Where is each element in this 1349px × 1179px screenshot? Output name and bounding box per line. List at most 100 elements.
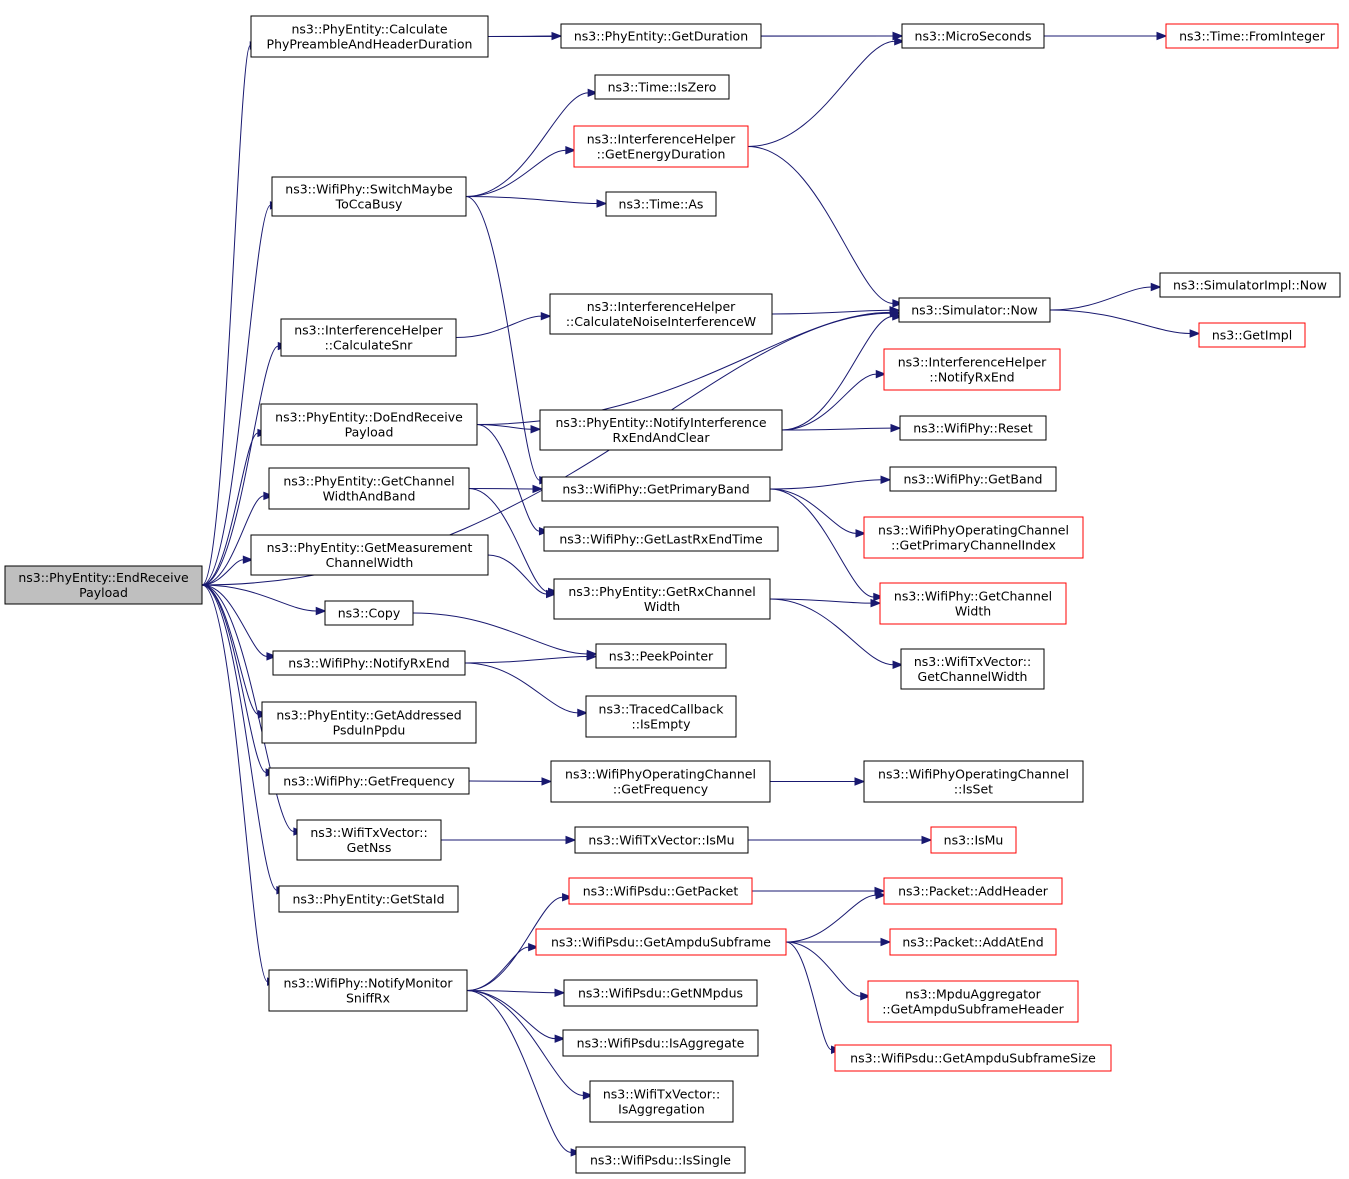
node-box[interactable] — [1198, 322, 1306, 348]
node-op-is-set[interactable]: ns3::WifiPhyOperatingChannel::IsSet — [863, 760, 1084, 803]
node-op-get-frequency[interactable]: ns3::WifiPhyOperatingChannel::GetFrequen… — [550, 760, 771, 803]
node-box[interactable] — [324, 600, 414, 626]
node-get-energy-duration[interactable]: ns3::InterferenceHelper::GetEnergyDurati… — [573, 125, 749, 168]
node-box[interactable] — [900, 648, 1045, 690]
node-is-mu[interactable]: ns3::IsMu — [930, 826, 1017, 854]
node-box[interactable] — [863, 516, 1084, 559]
node-box[interactable] — [834, 1044, 1112, 1072]
node-calc-preamble[interactable]: ns3::PhyEntity::CalculatePhyPreambleAndH… — [250, 15, 489, 58]
node-get-band[interactable]: ns3::WifiPhy::GetBand — [889, 466, 1057, 492]
node-get-primary-channel-index[interactable]: ns3::WifiPhyOperatingChannel::GetPrimary… — [863, 516, 1084, 559]
node-box[interactable] — [260, 403, 478, 446]
node-box[interactable] — [889, 466, 1057, 492]
node-sim-impl-now[interactable]: ns3::SimulatorImpl::Now — [1159, 272, 1341, 298]
node-micro-seconds[interactable]: ns3::MicroSeconds — [901, 23, 1045, 49]
node-calc-snr[interactable]: ns3::InterferenceHelper::CalculateSnr — [280, 318, 457, 357]
node-ih-notify-rx-end[interactable]: ns3::InterferenceHelper::NotifyRxEnd — [883, 348, 1061, 391]
node-box[interactable] — [901, 23, 1045, 49]
node-box[interactable] — [268, 467, 470, 510]
node-get-primary-band[interactable]: ns3::WifiPhy::GetPrimaryBand — [541, 476, 771, 502]
node-get-measurement[interactable]: ns3::PhyEntity::GetMeasurementChannelWid… — [250, 534, 489, 576]
node-box[interactable] — [589, 1080, 734, 1123]
node-box[interactable] — [296, 819, 442, 861]
node-get-last-rx-end-time[interactable]: ns3::WifiPhy::GetLastRxEndTime — [543, 526, 779, 552]
node-box[interactable] — [573, 125, 749, 168]
node-notify-interference[interactable]: ns3::PhyEntity::NotifyInterferenceRxEndA… — [539, 409, 783, 451]
node-box[interactable] — [543, 526, 779, 552]
node-box[interactable] — [899, 415, 1047, 441]
node-box[interactable] — [883, 348, 1061, 391]
node-tx-get-channel-width[interactable]: ns3::WifiTxVector::GetChannelWidth — [900, 648, 1045, 690]
node-get-ampdu-subframe-size[interactable]: ns3::WifiPsdu::GetAmpduSubframeSize — [834, 1044, 1112, 1072]
node-get-impl[interactable]: ns3::GetImpl — [1198, 322, 1306, 348]
node-from-integer[interactable]: ns3::Time::FromInteger — [1165, 23, 1339, 49]
node-box[interactable] — [541, 476, 771, 502]
node-tx-is-mu[interactable]: ns3::WifiTxVector::IsMu — [574, 826, 749, 854]
node-box[interactable] — [268, 969, 468, 1012]
node-mpdu-aggregator[interactable]: ns3::MpduAggregator::GetAmpduSubframeHea… — [867, 980, 1079, 1023]
node-add-header[interactable]: ns3::Packet::AddHeader — [883, 877, 1063, 905]
node-box[interactable] — [898, 297, 1051, 323]
node-is-aggregate[interactable]: ns3::WifiPsdu::IsAggregate — [562, 1029, 759, 1057]
node-box[interactable] — [272, 650, 466, 676]
node-box[interactable] — [867, 980, 1079, 1023]
node-wifi-reset[interactable]: ns3::WifiPhy::Reset — [899, 415, 1047, 441]
node-wifi-get-channel-width[interactable]: ns3::WifiPhy::GetChannelWidth — [879, 582, 1067, 625]
node-box[interactable] — [568, 877, 753, 905]
node-copy[interactable]: ns3::Copy — [324, 600, 414, 626]
node-wifi-get-frequency[interactable]: ns3::WifiPhy::GetFrequency — [268, 767, 470, 795]
node-box[interactable] — [562, 1029, 759, 1057]
node-box[interactable] — [889, 928, 1057, 956]
node-box[interactable] — [278, 885, 459, 913]
node-psdu-get-packet[interactable]: ns3::WifiPsdu::GetPacket — [568, 877, 753, 905]
node-box[interactable] — [883, 877, 1063, 905]
node-box[interactable] — [1165, 23, 1339, 49]
node-box[interactable] — [1159, 272, 1341, 298]
node-box[interactable] — [268, 767, 470, 795]
node-is-single[interactable]: ns3::WifiPsdu::IsSingle — [575, 1146, 746, 1174]
node-is-zero[interactable]: ns3::Time::IsZero — [594, 74, 730, 100]
node-box[interactable] — [553, 578, 771, 620]
node-traced-is-empty[interactable]: ns3::TracedCallback::IsEmpty — [585, 695, 737, 738]
node-get-sta-id[interactable]: ns3::PhyEntity::GetStaId — [278, 885, 459, 913]
node-box[interactable] — [930, 826, 1017, 854]
node-box[interactable] — [574, 826, 749, 854]
node-box[interactable] — [535, 928, 787, 956]
node-box[interactable] — [4, 565, 203, 605]
node-calc-noise[interactable]: ns3::InterferenceHelper::CalculateNoiseI… — [549, 293, 773, 335]
node-box[interactable] — [549, 293, 773, 335]
node-box[interactable] — [595, 643, 727, 669]
node-get-duration[interactable]: ns3::PhyEntity::GetDuration — [560, 23, 762, 49]
node-box[interactable] — [605, 191, 717, 217]
node-box[interactable] — [560, 23, 762, 49]
node-box[interactable] — [271, 176, 467, 217]
node-box[interactable] — [585, 695, 737, 738]
node-box[interactable] — [550, 760, 771, 803]
node-box[interactable] — [261, 701, 477, 744]
node-box[interactable] — [250, 15, 489, 58]
node-box[interactable] — [280, 318, 457, 357]
node-box[interactable] — [575, 1146, 746, 1174]
node-peek-pointer[interactable]: ns3::PeekPointer — [595, 643, 727, 669]
node-box[interactable] — [563, 979, 758, 1007]
node-get-ampdu-subframe[interactable]: ns3::WifiPsdu::GetAmpduSubframe — [535, 928, 787, 956]
node-is-aggregation[interactable]: ns3::WifiTxVector::IsAggregation — [589, 1080, 734, 1123]
node-time-as[interactable]: ns3::Time::As — [605, 191, 717, 217]
node-sim-now[interactable]: ns3::Simulator::Now — [898, 297, 1051, 323]
node-get-nss[interactable]: ns3::WifiTxVector::GetNss — [296, 819, 442, 861]
node-box[interactable] — [879, 582, 1067, 625]
node-box[interactable] — [539, 409, 783, 451]
node-box[interactable] — [594, 74, 730, 100]
node-box[interactable] — [250, 534, 489, 576]
node-get-nmpdus[interactable]: ns3::WifiPsdu::GetNMpdus — [563, 979, 758, 1007]
node-add-at-end[interactable]: ns3::Packet::AddAtEnd — [889, 928, 1057, 956]
node-box[interactable] — [863, 760, 1084, 803]
node-wifi-notify-rx-end[interactable]: ns3::WifiPhy::NotifyRxEnd — [272, 650, 466, 676]
